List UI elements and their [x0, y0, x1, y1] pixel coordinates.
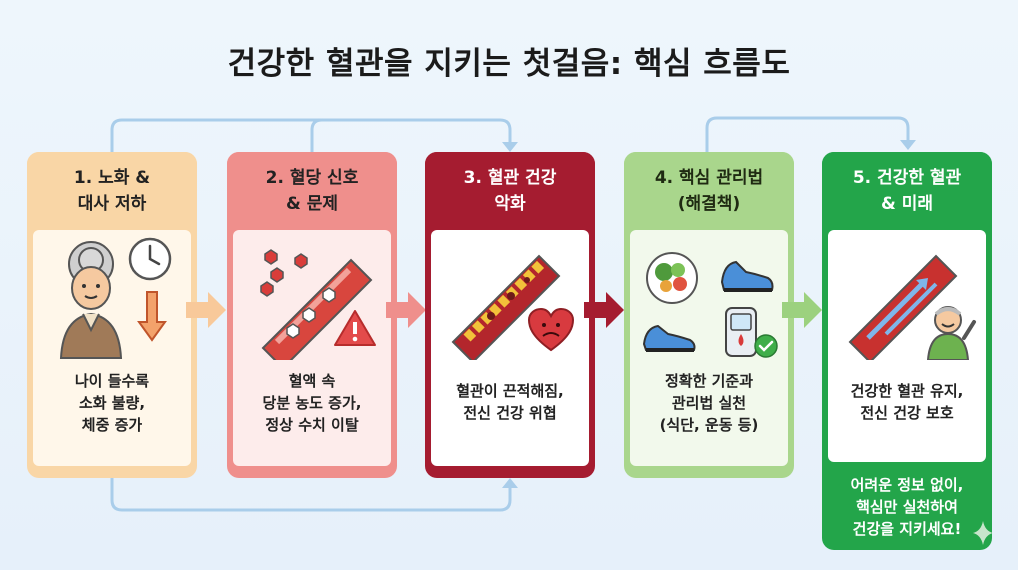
call-to-action: 어려운 정보 없이, 핵심만 실천하여 건강을 지키세요! [850, 476, 964, 538]
right-arrow-icon [584, 292, 624, 328]
sneaker-icon [642, 324, 696, 352]
down-arrow-icon [137, 291, 167, 342]
right-arrow-icon [186, 292, 226, 328]
elderly-woman-icon [59, 241, 123, 359]
sneaker-icon [720, 260, 774, 292]
step-description: 정확한 기준과 관리법 실천 (식단, 운동 등) [659, 372, 759, 434]
step-body: 혈관이 끈적해짐, 전신 건강 위협 [431, 230, 589, 466]
step-body: 나이 들수록 소화 불량, 체중 증가 [33, 230, 191, 466]
clogged-vessel-icon [451, 254, 561, 360]
step-card-management: 4. 핵심 관리법 (해결책) [624, 152, 794, 478]
step-heading: 5. 건강한 혈관 & 미래 [822, 152, 992, 230]
step-description: 건강한 혈관 유지, 전신 건강 보호 [850, 382, 964, 422]
check-icon [754, 334, 778, 358]
step-body: 혈액 속 당분 농도 증가, 정상 수치 이탈 [233, 230, 391, 466]
step-body: 정확한 기준과 관리법 실천 (식단, 운동 등) [630, 230, 788, 466]
clock-icon [128, 237, 172, 281]
step-heading: 2. 혈당 신호 & 문제 [227, 152, 397, 230]
healthy-vessel-icon [848, 254, 958, 360]
salad-bowl-icon [646, 252, 698, 304]
step-card-vessel-decline: 3. 혈관 건강 악화 혈관이 끈적해짐, 전신 건강 위협 [425, 152, 595, 478]
blood-vessel-icon [261, 258, 373, 360]
step-description: 혈액 속 당분 농도 증가, 정상 수치 이탈 [262, 372, 362, 434]
sparkle-icon [973, 521, 993, 545]
step-card-healthy-future: 5. 건강한 혈관 & 미래 건강한 혈관 유지, 전신 건강 보호 어려운 정… [822, 152, 992, 550]
step-description: 혈관이 끈적해짐, 전신 건강 위협 [456, 382, 564, 422]
step-heading: 3. 혈관 건강 악화 [425, 152, 595, 230]
step-heading: 4. 핵심 관리법 (해결책) [624, 152, 794, 230]
right-arrow-icon [782, 292, 822, 328]
step-card-blood-sugar: 2. 혈당 신호 & 문제 [227, 152, 397, 478]
step-description: 나이 들수록 소화 불량, 체중 증가 [74, 372, 150, 434]
sugar-molecules-icon [260, 249, 308, 297]
right-arrow-icon [386, 292, 426, 328]
happy-elder-icon [926, 306, 976, 360]
sad-heart-icon [527, 308, 575, 352]
page-title: 건강한 혈관을 지키는 첫걸음: 핵심 흐름도 [227, 46, 791, 82]
step-heading: 1. 노화 & 대사 저하 [27, 152, 197, 230]
step-body: 건강한 혈관 유지, 전신 건강 보호 [828, 230, 986, 462]
warning-icon [334, 310, 376, 346]
step-card-aging: 1. 노화 & 대사 저하 나이 들수록 [27, 152, 197, 478]
glucose-meter-icon [725, 307, 757, 357]
